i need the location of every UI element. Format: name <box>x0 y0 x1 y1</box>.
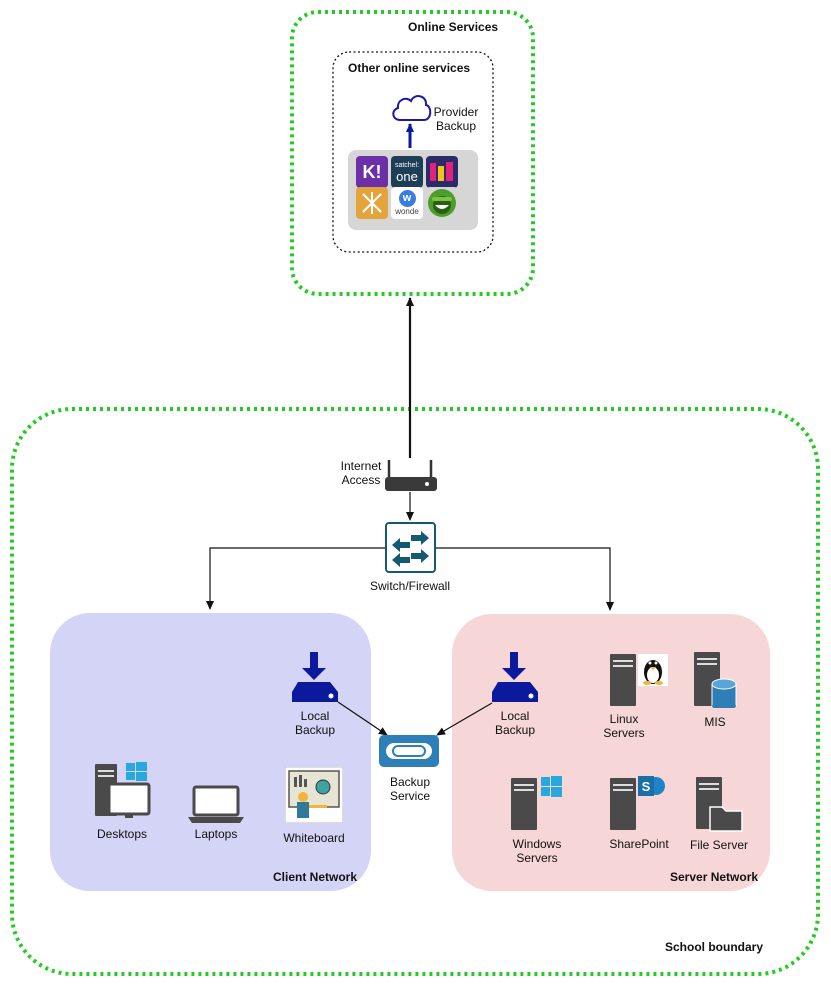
cloud-icon <box>392 95 432 121</box>
server-local-backup-label: Local Backup <box>494 709 536 737</box>
satchel-top-text: satchel: <box>394 161 420 169</box>
file-server-label: File Server <box>689 838 748 852</box>
laptops-label: Laptops <box>194 827 238 841</box>
k-app-icon: K! <box>356 156 388 188</box>
folder-icon <box>709 806 743 832</box>
windows-server-icon <box>511 776 562 830</box>
client-network-title: Client Network <box>273 870 358 884</box>
backup-service-label: Backup Service <box>389 775 431 803</box>
svg-text:S: S <box>642 779 651 794</box>
laptop-icon <box>188 785 244 823</box>
linux-server-icon <box>610 654 668 706</box>
client-local-backup-label: Local Backup <box>294 709 336 737</box>
sharepoint-logo-icon: S <box>638 776 665 796</box>
school-boundary-title: School boundary <box>665 940 764 954</box>
linux-servers-label: Linux Servers <box>603 712 645 740</box>
other-online-services-title: Other online services <box>348 61 471 75</box>
online-services-boundary <box>290 10 535 296</box>
sharepoint-server-icon: S <box>610 776 665 830</box>
satchel-one-icon: satchel: one <box>391 156 423 188</box>
edge-switch-to-client <box>206 547 386 610</box>
class-dojo-graphic <box>428 189 456 217</box>
windows-servers-label: Windows Servers <box>512 837 562 865</box>
arbor-app-icon <box>356 187 388 219</box>
mis-label: MIS <box>704 715 726 729</box>
edge-server-backup-to-service <box>436 702 493 736</box>
class-dojo-icon <box>426 187 458 219</box>
arbor-graphic <box>362 192 382 214</box>
school-boundary <box>10 407 820 976</box>
edge-client-backup-to-service <box>337 701 388 736</box>
wonde-text: wonde <box>395 206 419 216</box>
satchel-bottom-text: one <box>396 168 418 184</box>
database-icon <box>711 678 737 708</box>
wonde-badge: w <box>398 189 416 207</box>
windows-logo-icon <box>541 776 562 797</box>
times-tables-icon <box>426 156 458 188</box>
switch-firewall-icon <box>385 522 436 573</box>
client-local-backup-icon <box>292 652 338 702</box>
server-local-backup-icon <box>492 652 538 702</box>
internet-access-label: Internet Access <box>340 459 382 487</box>
file-server-icon <box>696 777 743 832</box>
whiteboard-icon <box>285 767 343 823</box>
desktop-icon <box>95 762 151 818</box>
online-services-title: Online Services <box>408 20 499 34</box>
provider-backup-label: Provider Backup <box>433 105 479 133</box>
whiteboard-label: Whiteboard <box>283 831 345 845</box>
k-app-text: K! <box>362 161 382 182</box>
mis-server-icon <box>694 652 737 708</box>
windows-logo-icon <box>126 762 147 781</box>
wonde-app-icon: w wonde <box>391 187 423 219</box>
server-network-title: Server Network <box>670 870 759 884</box>
desktops-label: Desktops <box>96 827 148 841</box>
router-icon <box>385 460 437 491</box>
tux-icon <box>638 654 668 686</box>
times-tables-graphic <box>430 162 453 181</box>
sharepoint-label: SharePoint <box>609 837 669 851</box>
backup-service-icon <box>379 735 439 767</box>
edge-switch-to-server <box>435 547 614 611</box>
switch-firewall-label: Switch/Firewall <box>369 579 450 593</box>
